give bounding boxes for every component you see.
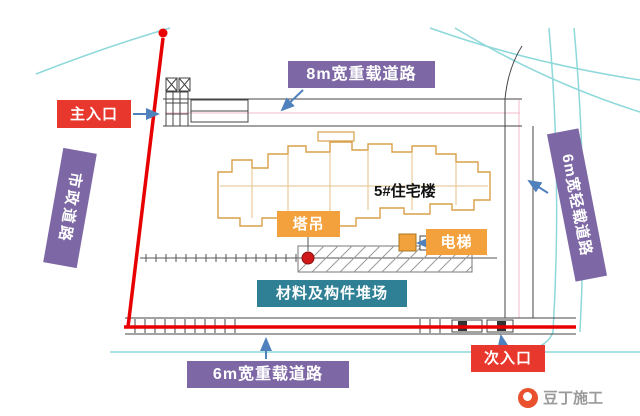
top-road-label: 8m宽重载道路 bbox=[288, 61, 435, 88]
tower-crane-dot bbox=[301, 237, 315, 265]
crane-rail bbox=[140, 254, 497, 262]
watermark-text: 豆丁施工 bbox=[543, 390, 604, 407]
material-yard-hatch bbox=[297, 245, 473, 273]
secondary-entrance-label: 次入口 bbox=[471, 345, 545, 372]
main-entrance-label: 主入口 bbox=[57, 100, 131, 128]
tower-crane-label: 塔吊 bbox=[277, 211, 340, 237]
site-boundary bbox=[124, 28, 576, 329]
building-outline bbox=[217, 131, 491, 227]
doudin-logo-icon bbox=[518, 387, 538, 408]
watermark: 豆丁施工 bbox=[518, 387, 603, 408]
arrow-top-road bbox=[280, 89, 304, 112]
arrow-right-road bbox=[527, 179, 549, 194]
building-name-label: 5#住宅楼 bbox=[374, 182, 436, 200]
elevator-label: 电梯 bbox=[426, 229, 487, 255]
right-road-lines bbox=[504, 45, 534, 318]
pink-guide-lines bbox=[165, 100, 520, 318]
bottom-road-label: 6m宽重载道路 bbox=[187, 361, 349, 388]
material-yard-label: 材料及构件堆场 bbox=[257, 280, 407, 307]
top-road-lines bbox=[163, 77, 522, 127]
annotation-arrows bbox=[133, 89, 549, 359]
